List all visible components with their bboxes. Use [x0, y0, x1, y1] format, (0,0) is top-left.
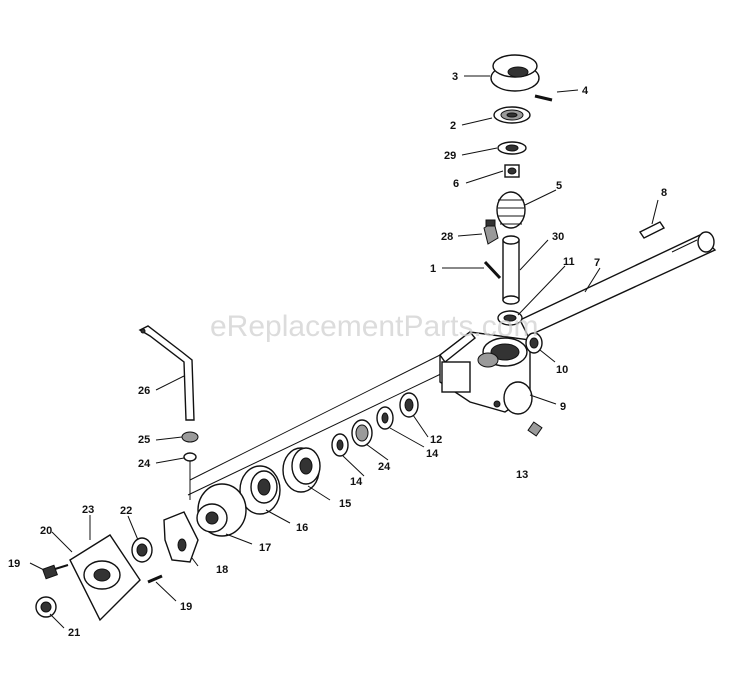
label-9: 9 [560, 401, 566, 413]
label-19: 19 [180, 601, 192, 613]
nut-26 [181, 431, 199, 443]
pin-19 [147, 574, 163, 584]
bearing-6 [504, 164, 520, 178]
bushing-11 [497, 310, 523, 326]
part-labels: 3 4 2 29 6 5 8 28 30 1 11 7 10 26 9 12 2… [8, 71, 667, 639]
grease-fitting-29 [483, 219, 499, 245]
cover-plate-24 [69, 534, 141, 622]
label-13: 13 [516, 469, 528, 481]
seal-22 [35, 596, 57, 618]
label-28: 24 [378, 461, 391, 473]
label-12: 12 [430, 434, 442, 446]
label-16: 16 [296, 522, 308, 534]
label-3: 3 [452, 71, 458, 83]
bearing-2 [493, 106, 531, 124]
seal-10 [525, 332, 543, 354]
label-24: 23 [82, 504, 94, 516]
clutch-16 [239, 465, 281, 515]
label-2: 2 [450, 120, 456, 132]
label-17: 17 [259, 542, 271, 554]
set-screw-13 [527, 421, 543, 437]
washer-30 [497, 141, 527, 155]
leader-lines [29, 75, 659, 629]
label-8: 8 [661, 187, 667, 199]
label-5: 5 [556, 180, 562, 192]
pin-4 [534, 94, 553, 102]
key-8 [638, 221, 666, 239]
label-15: 15 [339, 498, 351, 510]
label-11: 11 [563, 256, 575, 268]
label-18: 18 [216, 564, 228, 576]
label-22: 21 [68, 627, 80, 639]
washer-25 [183, 452, 197, 462]
bearing-12 [399, 392, 419, 418]
worm-5 [496, 191, 526, 229]
pin-1 [483, 260, 502, 280]
gear-15 [282, 447, 321, 493]
shift-lever-27 [138, 325, 195, 421]
label-27: 26 [138, 385, 150, 397]
label-14b: 14 [350, 476, 363, 488]
shaft-7 [519, 231, 717, 337]
pulley-3 [490, 54, 540, 92]
label-31: 30 [552, 231, 564, 243]
label-14a: 14 [426, 448, 439, 460]
washer-14b [331, 433, 349, 457]
label-23: 22 [120, 505, 132, 517]
gear-housing-9 [439, 331, 533, 415]
gear-28 [351, 419, 373, 447]
label-6: 6 [453, 178, 459, 190]
shift-fork-18 [163, 511, 199, 563]
label-4: 4 [582, 85, 589, 97]
label-26: 25 [138, 434, 150, 446]
label-1: 1 [430, 263, 436, 275]
vertical-shaft-31 [502, 235, 520, 305]
watermark: eReplacementParts.com [210, 310, 538, 343]
label-7: 7 [594, 257, 600, 269]
label-25: 24 [138, 458, 151, 470]
bolt-20 [42, 564, 69, 580]
label-20: 19 [8, 558, 20, 570]
label-29: 28 [441, 231, 453, 243]
washer-14a [376, 406, 394, 430]
clutch-cone-17 [196, 483, 247, 537]
label-10: 10 [556, 364, 568, 376]
assembly-lines [187, 354, 446, 500]
bearing-23 [131, 537, 153, 563]
label-21: 20 [40, 525, 52, 537]
label-30: 29 [444, 150, 456, 162]
